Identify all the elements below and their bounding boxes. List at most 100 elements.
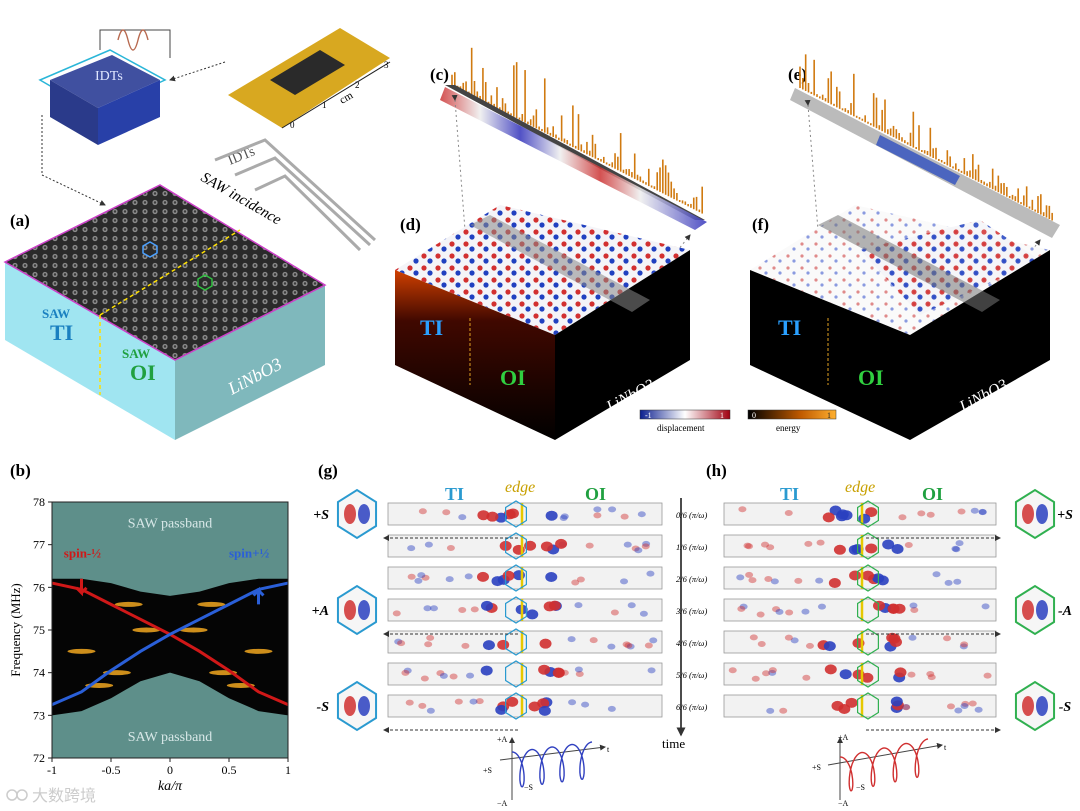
field-blob bbox=[960, 703, 969, 710]
watermark-logo-icon bbox=[6, 789, 18, 801]
field-blob bbox=[891, 544, 904, 555]
field-blob bbox=[961, 700, 970, 707]
field-strip bbox=[387, 662, 663, 686]
field-blob bbox=[833, 544, 846, 555]
field-blob bbox=[785, 609, 794, 616]
field-blob bbox=[932, 571, 941, 578]
displacement-top-d bbox=[395, 205, 690, 335]
zoom-arrow bbox=[41, 115, 106, 206]
field-blob bbox=[637, 511, 646, 518]
field-blob bbox=[902, 704, 911, 711]
field-blob bbox=[469, 698, 478, 705]
field-blob bbox=[828, 577, 841, 588]
side-face-f bbox=[910, 250, 1050, 440]
energy-label: energy bbox=[776, 423, 801, 433]
mode-state-label: -S bbox=[1059, 700, 1072, 715]
field-blob bbox=[865, 543, 878, 554]
svg-text:−A: −A bbox=[497, 799, 508, 808]
field-blob bbox=[849, 570, 862, 581]
idt-fingers bbox=[214, 138, 377, 252]
x-tick-label: -0.5 bbox=[102, 763, 121, 777]
label-f: (f) bbox=[752, 215, 769, 234]
field-blob bbox=[902, 704, 911, 711]
field-blob bbox=[464, 573, 473, 580]
field-strip bbox=[723, 598, 997, 622]
unit-cell-hex-icon bbox=[857, 692, 879, 720]
ruler-tick: 1 bbox=[322, 100, 327, 110]
field-blob bbox=[646, 570, 655, 577]
field-blob bbox=[454, 698, 463, 705]
field-blob bbox=[768, 669, 777, 676]
field-blob bbox=[801, 608, 810, 615]
field-blob bbox=[890, 696, 903, 707]
field-blob bbox=[728, 667, 737, 674]
watermark-text: 大数跨境 bbox=[32, 786, 96, 805]
field-blob bbox=[574, 666, 583, 673]
field-blob bbox=[608, 506, 617, 513]
field-blob bbox=[585, 542, 594, 549]
field-blob bbox=[495, 704, 508, 715]
field-blob bbox=[639, 610, 648, 617]
field-blob bbox=[779, 707, 788, 714]
series-label: spin-½ bbox=[64, 545, 101, 560]
oi-unit-cell-icon bbox=[197, 274, 213, 291]
energy-histogram-e bbox=[799, 54, 1053, 221]
unit-cell-hex-icon bbox=[505, 660, 527, 688]
edge-label-g: edge bbox=[505, 479, 535, 496]
field-blob bbox=[593, 512, 602, 519]
field-blob bbox=[804, 540, 813, 547]
saw-oi-small: SAW bbox=[122, 346, 150, 361]
unit-cell-hex-icon bbox=[505, 532, 527, 560]
field-blob bbox=[745, 571, 754, 578]
mode-profile-hex bbox=[336, 488, 378, 540]
unit-cell-hex-icon bbox=[857, 660, 879, 688]
mode-state-label: +A bbox=[312, 604, 329, 619]
field-blob bbox=[560, 669, 569, 676]
field-blob bbox=[540, 541, 553, 552]
field-blob bbox=[968, 700, 977, 707]
unit-cell-hex-icon bbox=[857, 500, 879, 528]
field-blob bbox=[893, 603, 906, 614]
field-blob bbox=[873, 600, 886, 611]
y-tick-label: 73 bbox=[33, 708, 45, 722]
field-blob bbox=[748, 577, 757, 584]
field-blob bbox=[784, 509, 793, 516]
field-blob bbox=[817, 603, 826, 610]
helix-inset-h: +A −A +S −S t bbox=[812, 733, 947, 808]
field-blob bbox=[631, 545, 640, 552]
field-blob bbox=[907, 671, 916, 678]
displacement-colorbar bbox=[639, 409, 731, 420]
ti-label-h: TI bbox=[780, 484, 799, 504]
field-blob bbox=[477, 510, 490, 521]
time-step-label: 1/6 (π/ω) bbox=[676, 542, 707, 552]
field-blob bbox=[738, 506, 747, 513]
helix-blue bbox=[511, 741, 593, 788]
unit-cell-hex-icon bbox=[505, 500, 527, 528]
energy-histogram-c bbox=[451, 47, 703, 214]
field-blob bbox=[620, 513, 629, 520]
unit-cell-hex-icon bbox=[505, 692, 527, 720]
field-blob bbox=[805, 642, 814, 649]
x-axis-label: ka/π bbox=[158, 779, 183, 794]
oi-label-d: OI bbox=[500, 365, 526, 390]
field-blob bbox=[424, 641, 433, 648]
series-line bbox=[51, 581, 289, 707]
field-blob bbox=[917, 510, 926, 517]
y-tick-label: 76 bbox=[33, 580, 45, 594]
field-blob bbox=[524, 540, 537, 551]
field-blob bbox=[414, 577, 423, 584]
time-step-label: 4/6 (π/ω) bbox=[676, 638, 707, 648]
ti-label-f: TI bbox=[778, 315, 801, 340]
substrate-front bbox=[5, 262, 175, 440]
field-blob bbox=[745, 543, 754, 550]
displacement-label: displacement bbox=[657, 423, 705, 433]
field-blob bbox=[458, 606, 467, 613]
field-blob bbox=[766, 707, 775, 714]
svg-text:+S: +S bbox=[483, 766, 492, 775]
field-blob bbox=[737, 605, 746, 612]
field-blob bbox=[442, 509, 451, 516]
field-blob bbox=[491, 576, 504, 587]
spectral-peak bbox=[179, 627, 208, 633]
bandgap-region bbox=[52, 578, 288, 716]
